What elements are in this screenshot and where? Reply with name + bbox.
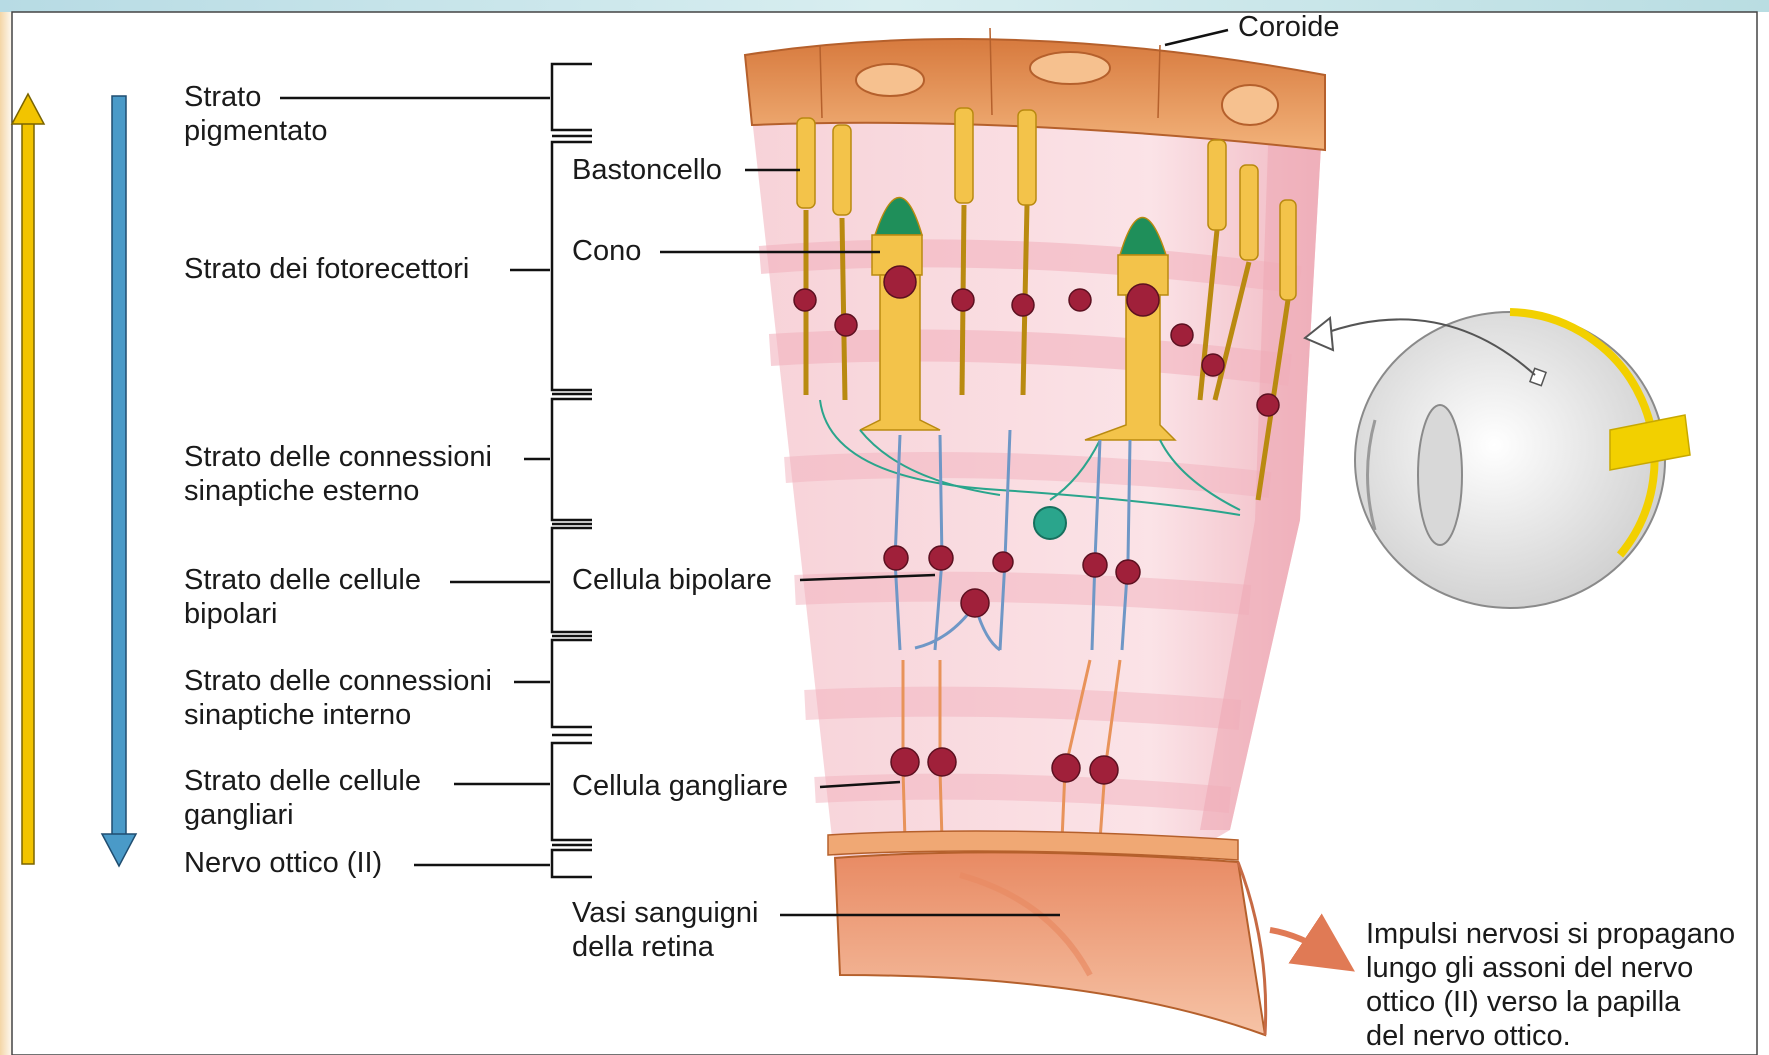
label-strato-sinaptico-esterno: Strato delle connessioni sinaptiche este…: [184, 440, 492, 508]
label-line: bipolari: [184, 597, 421, 631]
label-strato-gangliari: Strato delle cellule gangliari: [184, 764, 421, 832]
label-line: ottico (II) verso la papilla: [1366, 985, 1735, 1019]
label-strato-bipolari: Strato delle cellule bipolari: [184, 563, 421, 631]
label-strato-fotorecettori: Strato dei fotorecettori: [184, 252, 469, 286]
label-vasi-sanguigni: Vasi sanguigni della retina: [572, 896, 758, 964]
label-line: sinaptiche interno: [184, 698, 492, 732]
label-line: della retina: [572, 930, 758, 964]
label-coroide: Coroide: [1238, 10, 1340, 44]
label-line: sinaptiche esterno: [184, 474, 492, 508]
label-line: Strato delle connessioni: [184, 664, 492, 698]
label-line: Strato delle cellule: [184, 563, 421, 597]
label-line: Vasi sanguigni: [572, 896, 758, 930]
label-impulsi: Impulsi nervosi si propagano lungo gli a…: [1366, 917, 1735, 1053]
label-line: del nervo ottico.: [1366, 1019, 1735, 1053]
label-line: lungo gli assoni del nervo: [1366, 951, 1735, 985]
label-bastoncello: Bastoncello: [572, 153, 722, 187]
label-cellula-gangliare: Cellula gangliare: [572, 769, 788, 803]
label-strato-pigmentato: Strato pigmentato: [184, 80, 328, 148]
label-line: Strato: [184, 80, 328, 114]
label-line: gangliari: [184, 798, 421, 832]
label-strato-sinaptico-interno: Strato delle connessioni sinaptiche inte…: [184, 664, 492, 732]
label-nervo-ottico: Nervo ottico (II): [184, 846, 382, 880]
label-cellula-bipolare: Cellula bipolare: [572, 563, 772, 597]
label-line: Impulsi nervosi si propagano: [1366, 917, 1735, 951]
label-line: Strato delle cellule: [184, 764, 421, 798]
label-line: Strato delle connessioni: [184, 440, 492, 474]
label-cono: Cono: [572, 234, 641, 268]
label-line: pigmentato: [184, 114, 328, 148]
